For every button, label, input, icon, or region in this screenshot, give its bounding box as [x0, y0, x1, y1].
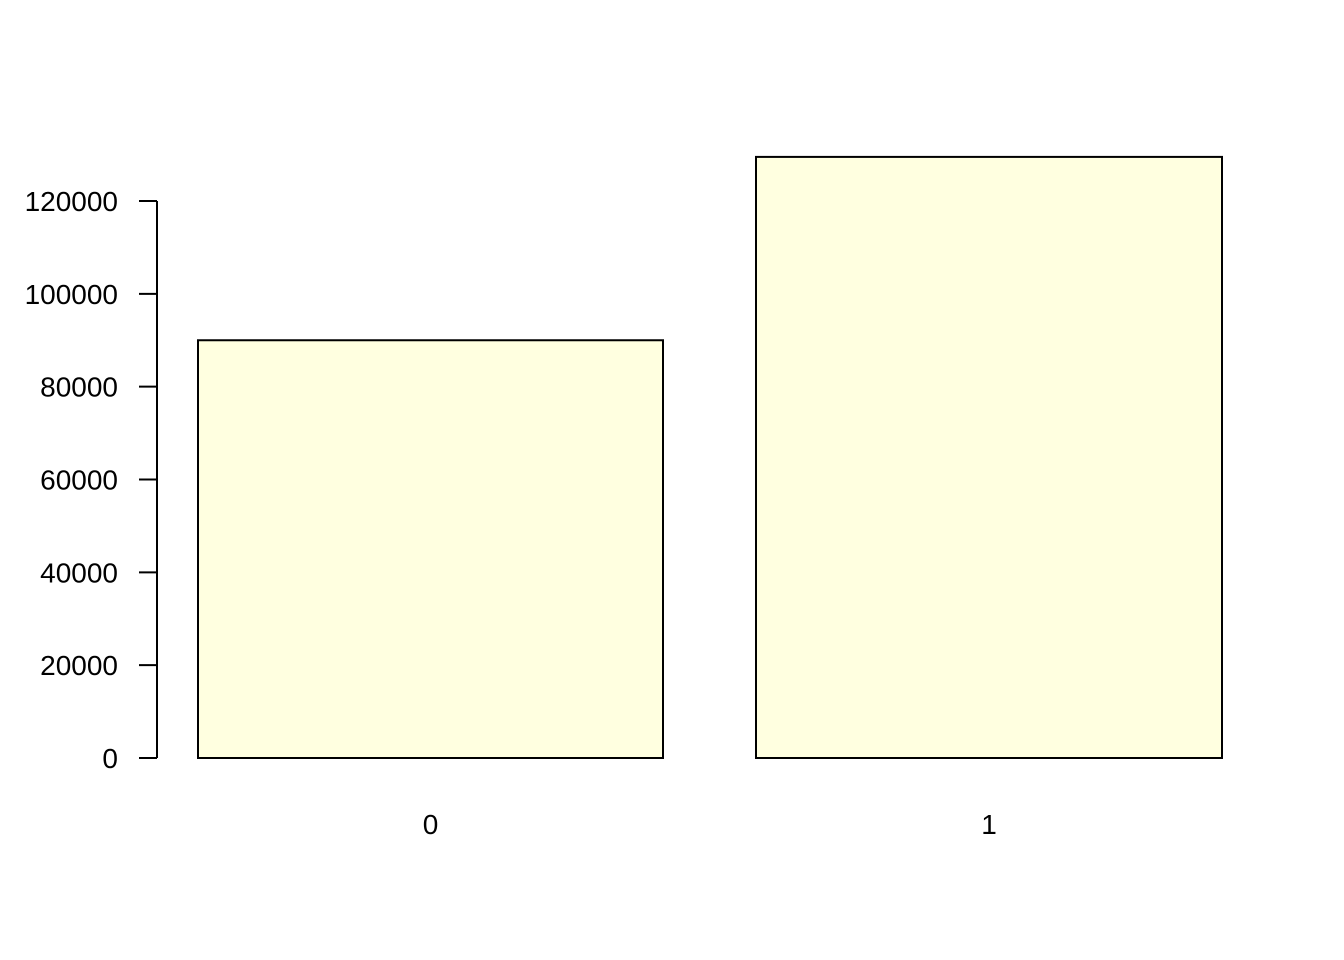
x-tick-label: 1 [981, 809, 997, 840]
y-tick-label: 20000 [40, 650, 118, 681]
x-tick-label: 0 [423, 809, 439, 840]
bars-group [197, 155, 1223, 759]
bar-1 [755, 155, 1223, 759]
bar-0 [197, 339, 664, 759]
y-tick-label: 60000 [40, 465, 118, 496]
y-tick-label: 120000 [25, 186, 118, 217]
y-tick-label: 40000 [40, 557, 118, 588]
y-tick-label: 0 [102, 743, 118, 774]
y-tick-label: 100000 [25, 279, 118, 310]
y-axis: 0 20000 40000 60000 80000 100000 120000 [25, 186, 158, 774]
y-tick-label: 80000 [40, 372, 118, 403]
